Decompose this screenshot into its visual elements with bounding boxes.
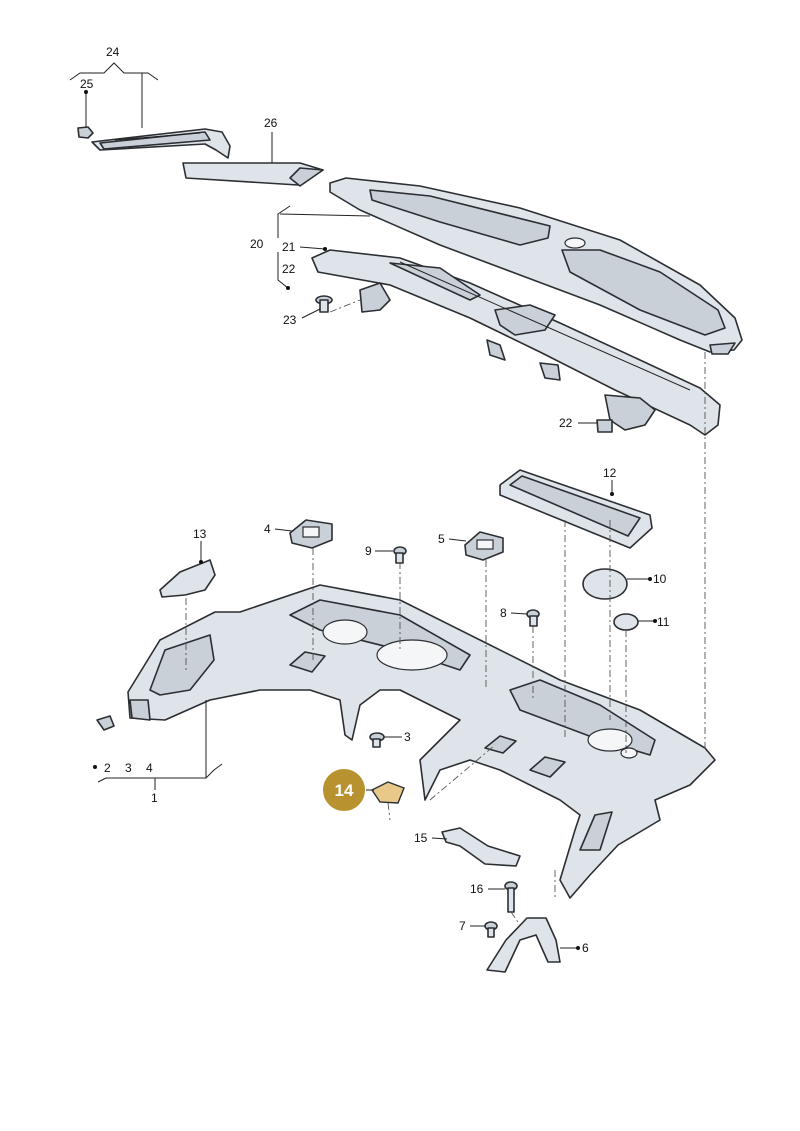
callout-7: 7 [459,919,466,933]
callout-4-list: 4 [146,761,153,775]
callout-13: 13 [193,527,207,541]
callout-26: 26 [264,116,278,130]
leaders [69,62,657,950]
clip-2[interactable] [96,715,115,731]
callout-10: 10 [653,572,667,586]
screw-7[interactable] [484,921,498,938]
connector-22[interactable] [596,419,613,433]
callout-2: 2 [104,761,111,775]
trim-strip-24[interactable] [91,128,231,159]
clip-25[interactable] [77,126,94,139]
callout-5: 5 [438,532,445,546]
rear-panel-1[interactable] [127,584,716,899]
cover-strip-26[interactable] [182,162,324,187]
screw-23[interactable] [315,295,361,313]
highlight-callout-14[interactable]: 14 [321,767,374,813]
callout-6: 6 [582,941,589,955]
callout-1: 1 [151,791,158,805]
assembly-lines [185,352,706,926]
grommet-5[interactable] [464,531,504,561]
cap-11[interactable] [613,613,639,631]
callout-3-list: 3 [125,761,132,775]
bracket-15[interactable] [441,827,521,867]
callout-25: 25 [80,77,94,91]
bolt-16[interactable] [504,881,518,913]
callout-labels: 24 25 26 20 21 22 23 22 12 13 4 5 9 10 8… [80,45,670,955]
cover-13[interactable] [159,559,216,598]
callout-21: 21 [282,240,296,254]
cap-10[interactable] [582,568,628,600]
callout-11: 11 [657,615,670,629]
callout-16: 16 [470,882,484,896]
part-14[interactable] [370,781,405,804]
callout-20: 20 [250,237,264,251]
callout-8: 8 [500,606,507,620]
bracket-6[interactable] [486,917,561,973]
frame-21[interactable] [311,249,721,436]
callout-15: 15 [414,831,428,845]
screw-3[interactable] [369,732,385,748]
callout-24: 24 [106,45,120,59]
screw-8[interactable] [526,609,540,627]
svg-text:14: 14 [335,781,354,800]
callout-9: 9 [365,544,372,558]
callout-22-top: 22 [282,262,296,276]
callout-4: 4 [264,522,271,536]
callout-12: 12 [603,466,617,480]
callout-22: 22 [559,416,573,430]
screw-9[interactable] [393,546,407,564]
parcel-shelf-20[interactable] [329,177,743,355]
cover-12[interactable] [499,469,653,549]
grommet-4[interactable] [289,519,333,549]
callout-3: 3 [404,730,411,744]
callout-23: 23 [283,313,297,327]
